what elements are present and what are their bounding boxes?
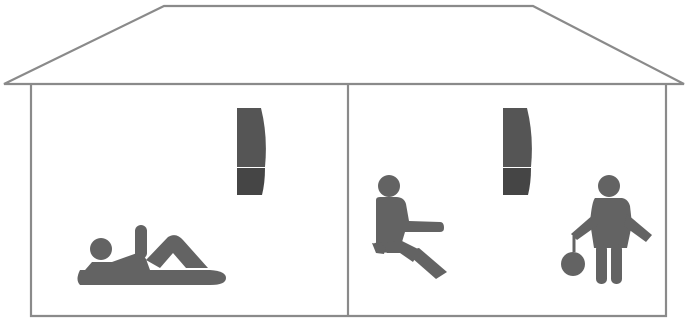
house-roof [4, 6, 684, 84]
person-lying-down-icon [78, 225, 227, 285]
wall-unit-left [237, 108, 266, 195]
person-standing-with-ball-icon [561, 175, 652, 284]
person-sitting-icon [372, 175, 447, 279]
wall-unit-right [503, 108, 532, 195]
